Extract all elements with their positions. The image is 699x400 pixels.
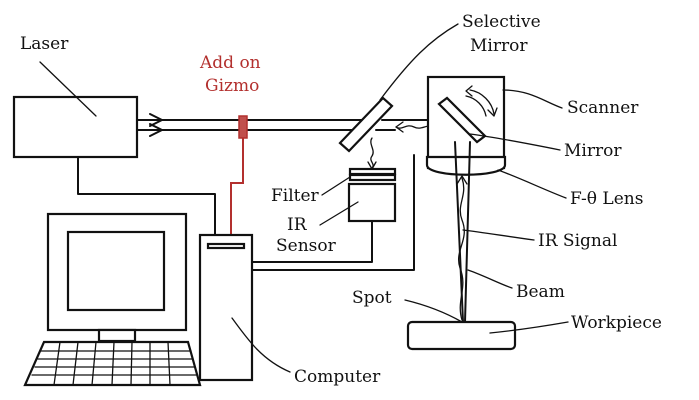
ir-sensor-box (347, 182, 397, 223)
selective-mirror-leader (379, 23, 459, 101)
scanner-to-computer-cable (251, 154, 415, 271)
workpiece-label: Workpiece (571, 313, 662, 333)
scanner-box (426, 75, 506, 170)
f-theta-lens (425, 155, 507, 176)
laser-to-computer-cable (77, 156, 216, 236)
ir-signal-wave (458, 177, 465, 321)
ir-sensor-label-line2: Sensor (276, 236, 337, 256)
filter-element (348, 167, 397, 182)
ir-sensor-leader (319, 201, 359, 226)
gizmo-label-line1: Add on (199, 53, 261, 73)
gizmo-label-line2: Gizmo (205, 76, 259, 96)
mirror-label: Mirror (564, 141, 622, 161)
computer (23, 212, 254, 387)
workpiece-leader (489, 321, 569, 334)
filter-label: Filter (271, 186, 320, 206)
f-theta-lens-label: F-θ Lens (570, 189, 643, 209)
computer-tower (198, 233, 254, 382)
ir-signal-arrowhead (456, 175, 468, 185)
tower-drive-slot (206, 242, 246, 250)
sensor-to-computer-cable (251, 220, 373, 263)
f-theta-lens-leader (497, 169, 567, 199)
gizmo-wire (230, 138, 244, 238)
spot-leader (404, 299, 463, 323)
workpiece-box (406, 320, 517, 351)
selective-mirror (338, 96, 394, 153)
computer-label: Computer (294, 367, 381, 387)
gizmo-clamp (238, 115, 248, 139)
scanner-label: Scanner (567, 98, 639, 118)
spot-label: Spot (352, 288, 392, 308)
monitor-screen (66, 230, 166, 312)
ir-signal-label: IR Signal (538, 231, 617, 251)
monitor-stand (97, 328, 137, 343)
ir-signal-leader (462, 229, 535, 241)
ir-sensor-label-line1: IR (287, 215, 308, 235)
laser-label: Laser (20, 34, 69, 54)
beam-label: Beam (516, 282, 565, 302)
selective-mirror-label-line2: Mirror (470, 36, 528, 56)
scanner-rotation-icon (465, 85, 498, 117)
computer-leader (231, 317, 291, 373)
ir-to-filter-wave (370, 137, 374, 169)
laser-box (12, 95, 139, 159)
laser-beam (136, 113, 373, 137)
scanner-leader (502, 89, 563, 109)
laser-leader (39, 61, 97, 117)
selective-mirror-label-line1: Selective (462, 12, 541, 32)
mirror-leader (469, 133, 561, 151)
beam-leader (467, 269, 513, 289)
filter-leader (321, 176, 351, 196)
ir-return-arrowhead (395, 121, 404, 133)
